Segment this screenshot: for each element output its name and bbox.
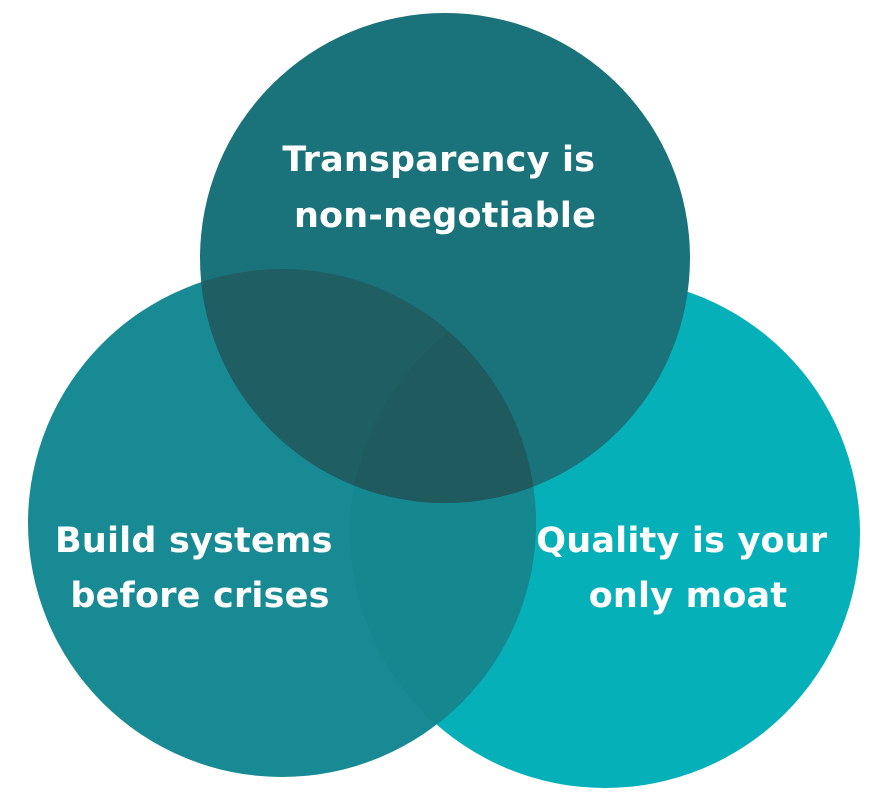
label-top: Transparency is non-negotiable	[282, 140, 607, 236]
label-top-line-1: Transparency is	[282, 140, 595, 180]
label-top-line-2: non-negotiable	[294, 196, 596, 236]
label-right-line-2: only moat	[589, 576, 788, 616]
overlap-center	[350, 278, 536, 503]
label-right-line-1: Quality is your	[536, 521, 828, 561]
label-left-line-1: Build systems	[55, 521, 333, 561]
label-right: Quality is your only moat	[536, 521, 839, 616]
label-left-line-2: before crises	[70, 576, 329, 616]
label-left: Build systems before crises	[55, 521, 345, 616]
